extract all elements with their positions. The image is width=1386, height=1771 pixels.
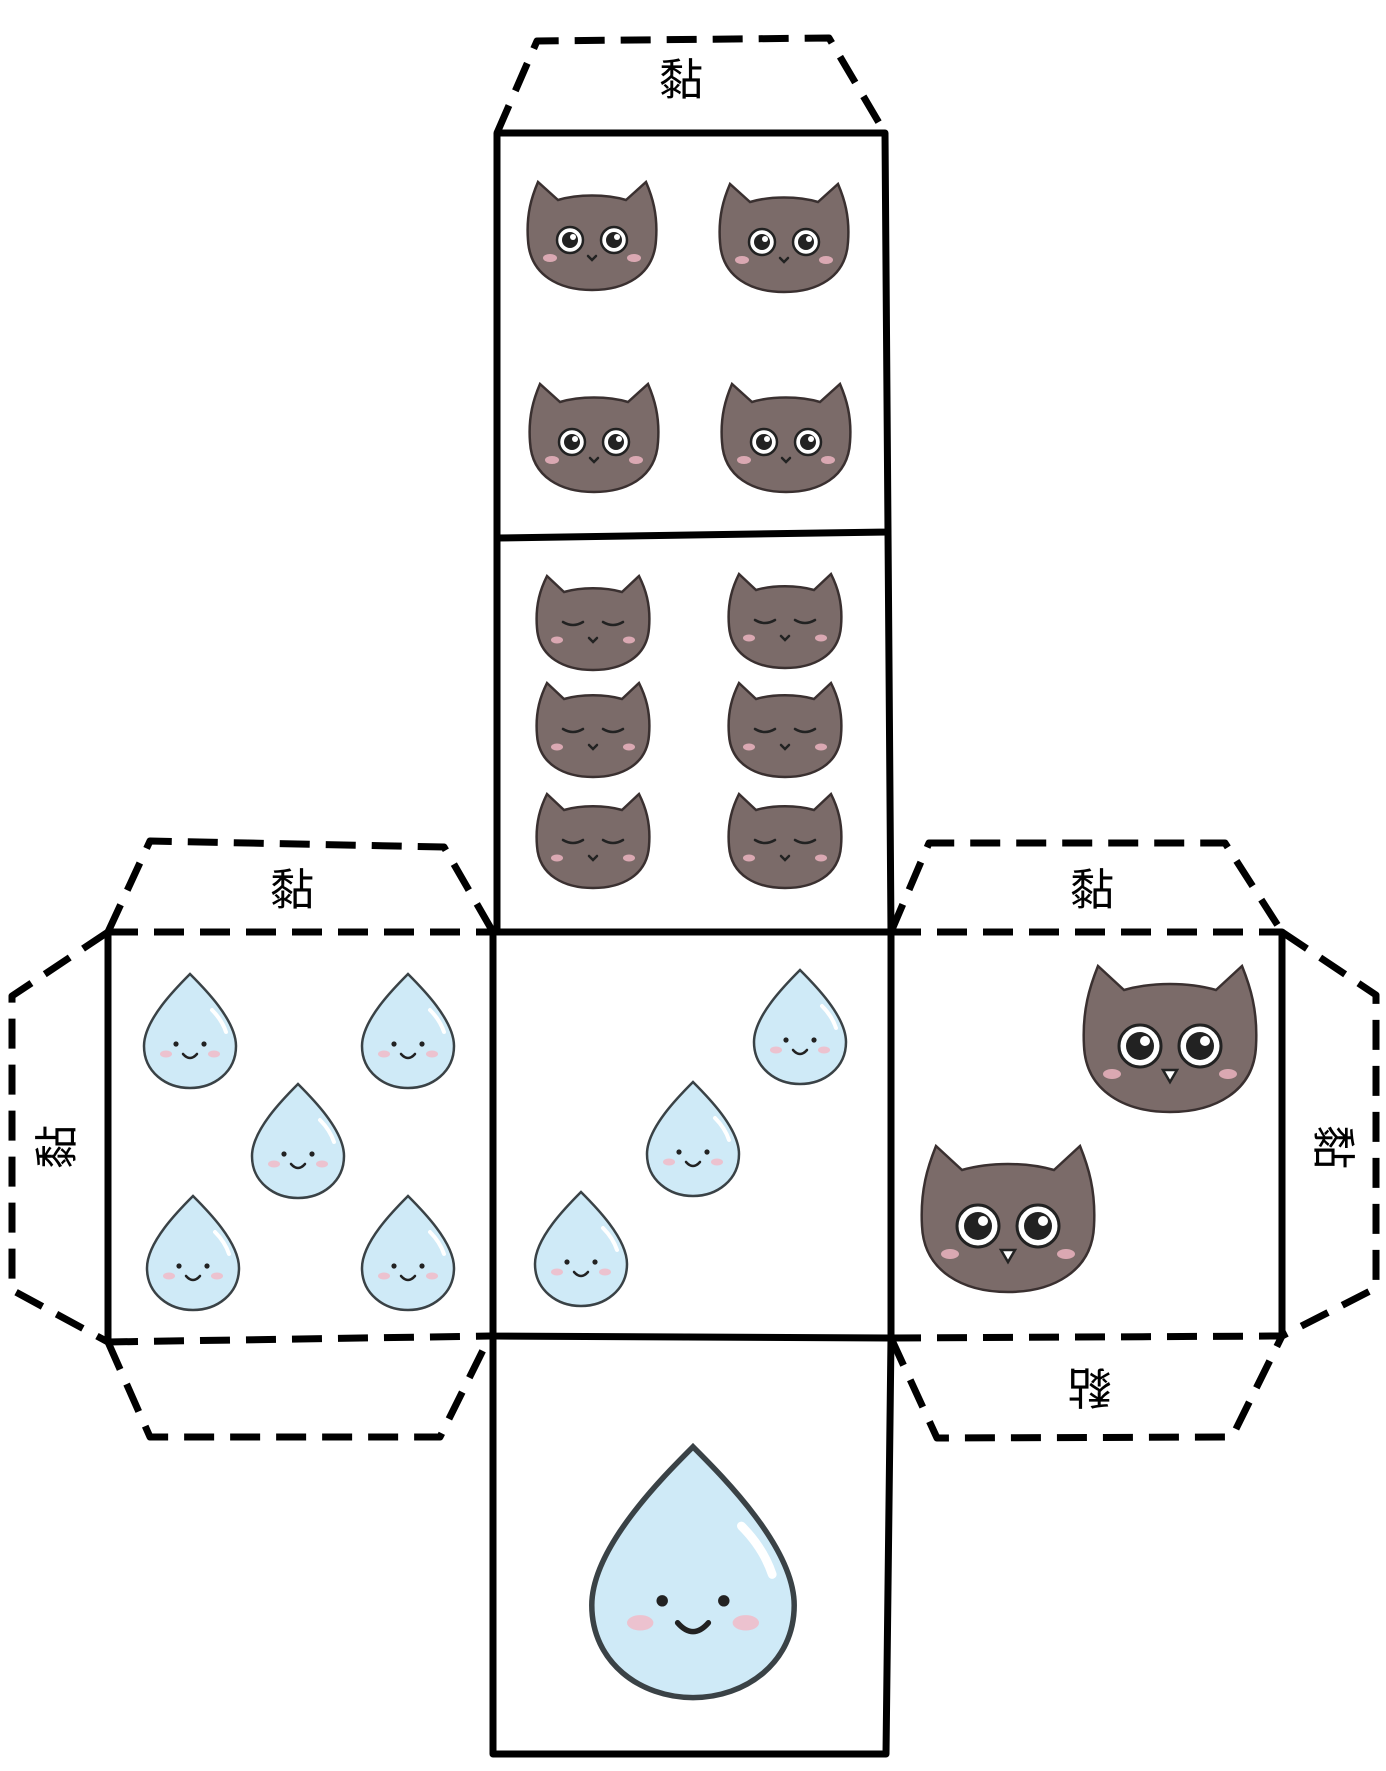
water-drop-icon: [533, 1190, 629, 1308]
cat-face-icon: [535, 574, 651, 672]
water-drop-icon: [592, 1447, 794, 1698]
fold-line-left-bottom: [107, 1332, 491, 1346]
cat-face-icon: [1082, 964, 1258, 1114]
glue-tab-left-bottom: [104, 1334, 494, 1441]
glue-tab-right-side: [1280, 929, 1380, 1340]
glue-label-right-side: 黏: [1307, 1125, 1358, 1169]
glue-tab-left-side: [8, 929, 110, 1346]
glue-label-right-top: 黏: [1070, 865, 1114, 916]
cat-face-icon: [718, 182, 850, 294]
face-top: [526, 180, 852, 494]
cat-face-icon: [535, 681, 651, 779]
glue-label-left-side: 黏: [32, 1125, 83, 1169]
glue-label-left-top: 黏: [270, 865, 314, 916]
glue-label-top: 黏: [659, 55, 703, 106]
face-outline-bottom: [489, 1332, 895, 1758]
cat-face-icon: [720, 382, 852, 494]
water-drop-icon: [360, 1194, 456, 1312]
water-drop-icon: [360, 972, 456, 1090]
glue-label-right-bottom: 黏: [1068, 1361, 1112, 1412]
cat-face-icon: [727, 572, 843, 670]
face-outline-upper-middle: [493, 528, 895, 936]
glue-tab-right-bottom: [887, 1334, 1286, 1442]
cat-face-icon: [528, 382, 660, 494]
face-bottom: [592, 1447, 794, 1698]
cat-face-icon: [727, 792, 843, 890]
face-center: [533, 968, 848, 1308]
fold-line-right-bottom: [890, 1332, 1283, 1342]
water-drop-icon: [145, 1194, 241, 1312]
face-right: [920, 964, 1258, 1294]
face-upper-middle: [535, 572, 843, 890]
glue-tab-top: [493, 34, 889, 135]
cat-face-icon: [526, 180, 658, 292]
glue-tab-right-top: [887, 839, 1285, 934]
glue-tab-left-top: [104, 837, 497, 934]
cat-face-icon: [727, 681, 843, 779]
face-outline-center: [489, 928, 895, 1342]
cat-face-icon: [535, 792, 651, 890]
water-drop-icon: [250, 1082, 346, 1200]
water-drop-icon: [645, 1080, 741, 1198]
cat-face-icon: [920, 1144, 1096, 1294]
face-left: [142, 972, 456, 1312]
water-drop-icon: [752, 968, 848, 1086]
water-drop-icon: [142, 972, 238, 1090]
